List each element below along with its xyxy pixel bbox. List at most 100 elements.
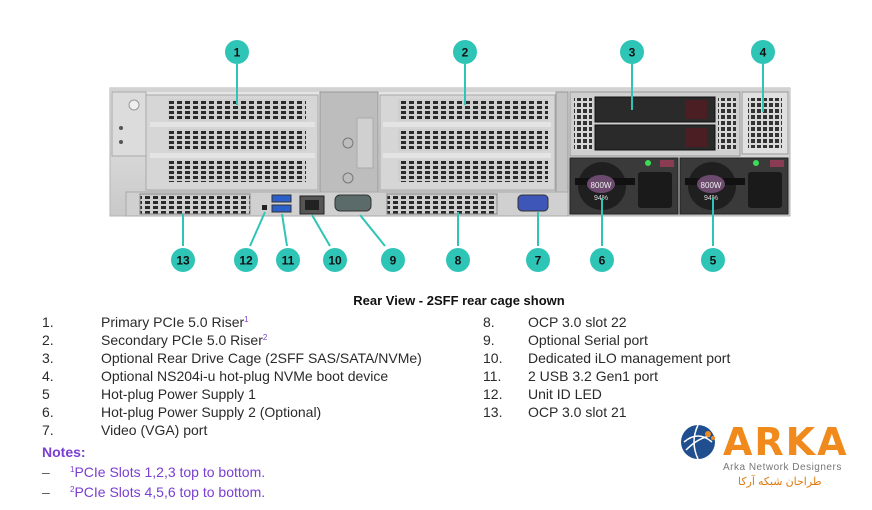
callout-4: 4 [751,40,775,64]
callout-13: 13 [171,248,195,272]
legend-number: 12. [483,386,503,402]
logo-persian-text: طراحان شبکه آرکا [738,476,822,488]
globe-icon [681,424,715,460]
footnote-marker: 1 [70,465,75,474]
callout-number: 7 [535,254,542,268]
callout-number: 2 [462,46,469,60]
legend-number: 2. [42,332,54,348]
callout-2: 2 [453,40,477,64]
callout-3: 3 [620,40,644,64]
secondary-riser [379,94,556,191]
note-dash: – [42,484,50,500]
usb-port [271,194,292,203]
arka-logo: ARKA Arka Network Designers طراحان شبکه … [678,418,863,493]
legend-text: 2 USB 3.2 Gen1 port [528,368,658,384]
callout-number: 1 [234,46,241,60]
notes-title: Notes: [42,444,86,460]
footnote-marker: 2 [70,485,75,494]
legend-number: 3. [42,350,54,366]
legend-item: 10.Dedicated iLO management port [483,349,730,367]
primary-riser [145,94,319,191]
legend-number: 11. [483,368,502,384]
ocp-slot-22 [386,193,498,215]
callout-number: 8 [455,254,462,268]
callout-number: 6 [599,254,606,268]
footnote-marker: 2 [262,333,268,342]
legend-number: 1. [42,314,54,330]
callout-circle [381,248,405,272]
callout-circle [234,248,258,272]
callout-number: 5 [710,254,717,268]
left-rack-ear [111,91,147,157]
callout-11: 11 [276,248,300,272]
diagram-caption: Rear View - 2SFF rear cage shown [353,293,565,308]
legend-item: 4. Optional NS204i-u hot-plug NVMe boot d… [42,367,422,385]
server-rear-diagram: 800W 94% 800W 94% [109,40,791,272]
legend-item: 13.OCP 3.0 slot 21 [483,403,730,421]
legend-text: OCP 3.0 slot 22 [528,314,627,330]
callout-6: 6 [590,248,614,272]
uid-led [262,205,267,210]
legend-text: OCP 3.0 slot 21 [528,404,627,420]
logo-wordmark: ARKA [723,420,849,464]
legend-item: 12.Unit ID LED [483,385,730,403]
logo-subtitle: Arka Network Designers [723,462,842,473]
legend-item: 8. OCP 3.0 slot 22 [483,313,730,331]
callout-number: 9 [390,254,397,268]
legend-number: 10. [483,350,503,366]
callout-circle [276,248,300,272]
callout-circle [453,40,477,64]
callout-number: 4 [760,46,767,60]
callout-circle [590,248,614,272]
callout-number: 3 [629,46,636,60]
callout-circle [751,40,775,64]
legend-number: 8. [483,314,495,330]
ns204i-boot-device [741,91,789,155]
power-supply-1: 800W 94% [679,157,789,215]
callout-circle [701,248,725,272]
callout-number: 10 [328,254,342,268]
legend-text: Optional Serial port [528,332,648,348]
callout-circle [526,248,550,272]
callout-7: 7 [526,248,550,272]
legend-text: Video (VGA) port [101,422,208,438]
callout-9: 9 [381,248,405,272]
ocp-slot-21 [139,193,251,215]
legend-text: Hot-plug Power Supply 1 [101,386,256,402]
legend-item: 11. 2 USB 3.2 Gen1 port [483,367,730,385]
callout-circle [225,40,249,64]
legend-number: 4. [42,368,54,384]
serial-port [334,194,372,212]
note-dash: – [42,464,50,480]
legend-number: 5 [42,386,50,402]
note-text: PCIe Slots 1,2,3 top to bottom. [74,464,266,480]
rear-drive-cage [569,91,741,157]
callout-circle [446,248,470,272]
legend-item: 5 Hot-plug Power Supply 1 [42,385,422,403]
legend-text: Optional NS204i-u hot-plug NVMe boot dev… [101,368,389,384]
callout-circle [171,248,195,272]
footnote-marker: 1 [244,315,249,324]
legend-text: Secondary PCIe 5.0 Riser [101,332,263,348]
usb-port [271,204,292,213]
legend-item: 6.Hot-plug Power Supply 2 (Optional) [42,403,422,421]
note-text: PCIe Slots 4,5,6 top to bottom. [74,484,266,500]
psu-wattage-label: 800W [701,181,722,190]
callout-circle [323,248,347,272]
psu-efficiency-label: 94% [704,195,718,202]
legend-text: Primary PCIe 5.0 Riser [101,314,245,330]
legend-item: 3.Optional Rear Drive Cage (2SFF SAS/SAT… [42,349,422,367]
legend-number: 9. [483,332,495,348]
power-supply-2: 800W 94% [569,157,679,215]
callout-number: 11 [282,254,295,268]
callout-1: 1 [225,40,249,64]
callout-8: 8 [446,248,470,272]
callout-10: 10 [323,248,347,272]
legend-text: Hot-plug Power Supply 2 (Optional) [101,404,322,420]
